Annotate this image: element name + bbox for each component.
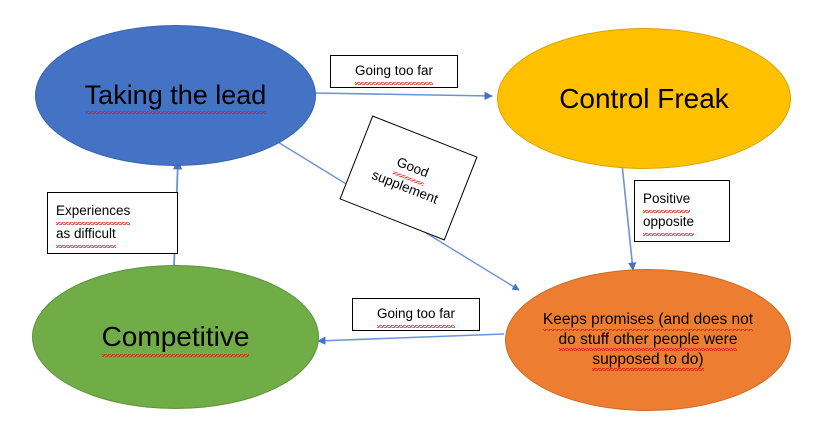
edge-label-good-supplement[interactable]: Good supplement [339,115,478,241]
node-keeps-promises[interactable]: Keeps promises (and does not do stuff ot… [505,269,791,411]
node-taking-the-lead-label: Taking the lead [36,78,315,114]
edge-control-to-keeps-promises [621,163,637,271]
edge-label-positive-opposite[interactable]: Positive opposite [634,180,730,242]
node-competitive-label: Competitive [33,319,318,357]
node-control-freak[interactable]: Control Freak [497,28,791,169]
node-keeps-promises-label: Keeps promises (and does not do stuff ot… [542,311,754,371]
edge-lead-to-control [313,91,493,101]
edge-label-experiences-as-difficult[interactable]: Experiences as difficult [47,192,178,254]
node-control-freak-label: Control Freak [559,82,729,114]
node-taking-the-lead[interactable]: Taking the lead [35,25,316,166]
edge-label-going-too-far-bottom[interactable]: Going too far [352,298,480,331]
edge-keeps-promises-to-competitive [317,333,505,345]
node-competitive[interactable]: Competitive [32,265,319,409]
edge-label-going-too-far-top[interactable]: Going too far [330,55,458,88]
